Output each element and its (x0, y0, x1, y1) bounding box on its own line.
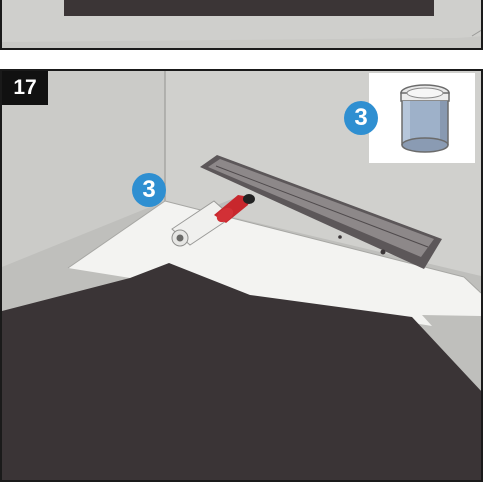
previous-step-illustration (2, 0, 483, 50)
adhesive-can-icon (369, 73, 475, 163)
step-number-label: 17 (2, 71, 48, 105)
step-17-panel: 17 3 3 (0, 69, 483, 482)
callout-badge-roller: 3 (132, 173, 166, 207)
product-inset: 3 (369, 73, 475, 163)
previous-step-panel (0, 0, 483, 50)
membrane-edge (64, 0, 434, 16)
